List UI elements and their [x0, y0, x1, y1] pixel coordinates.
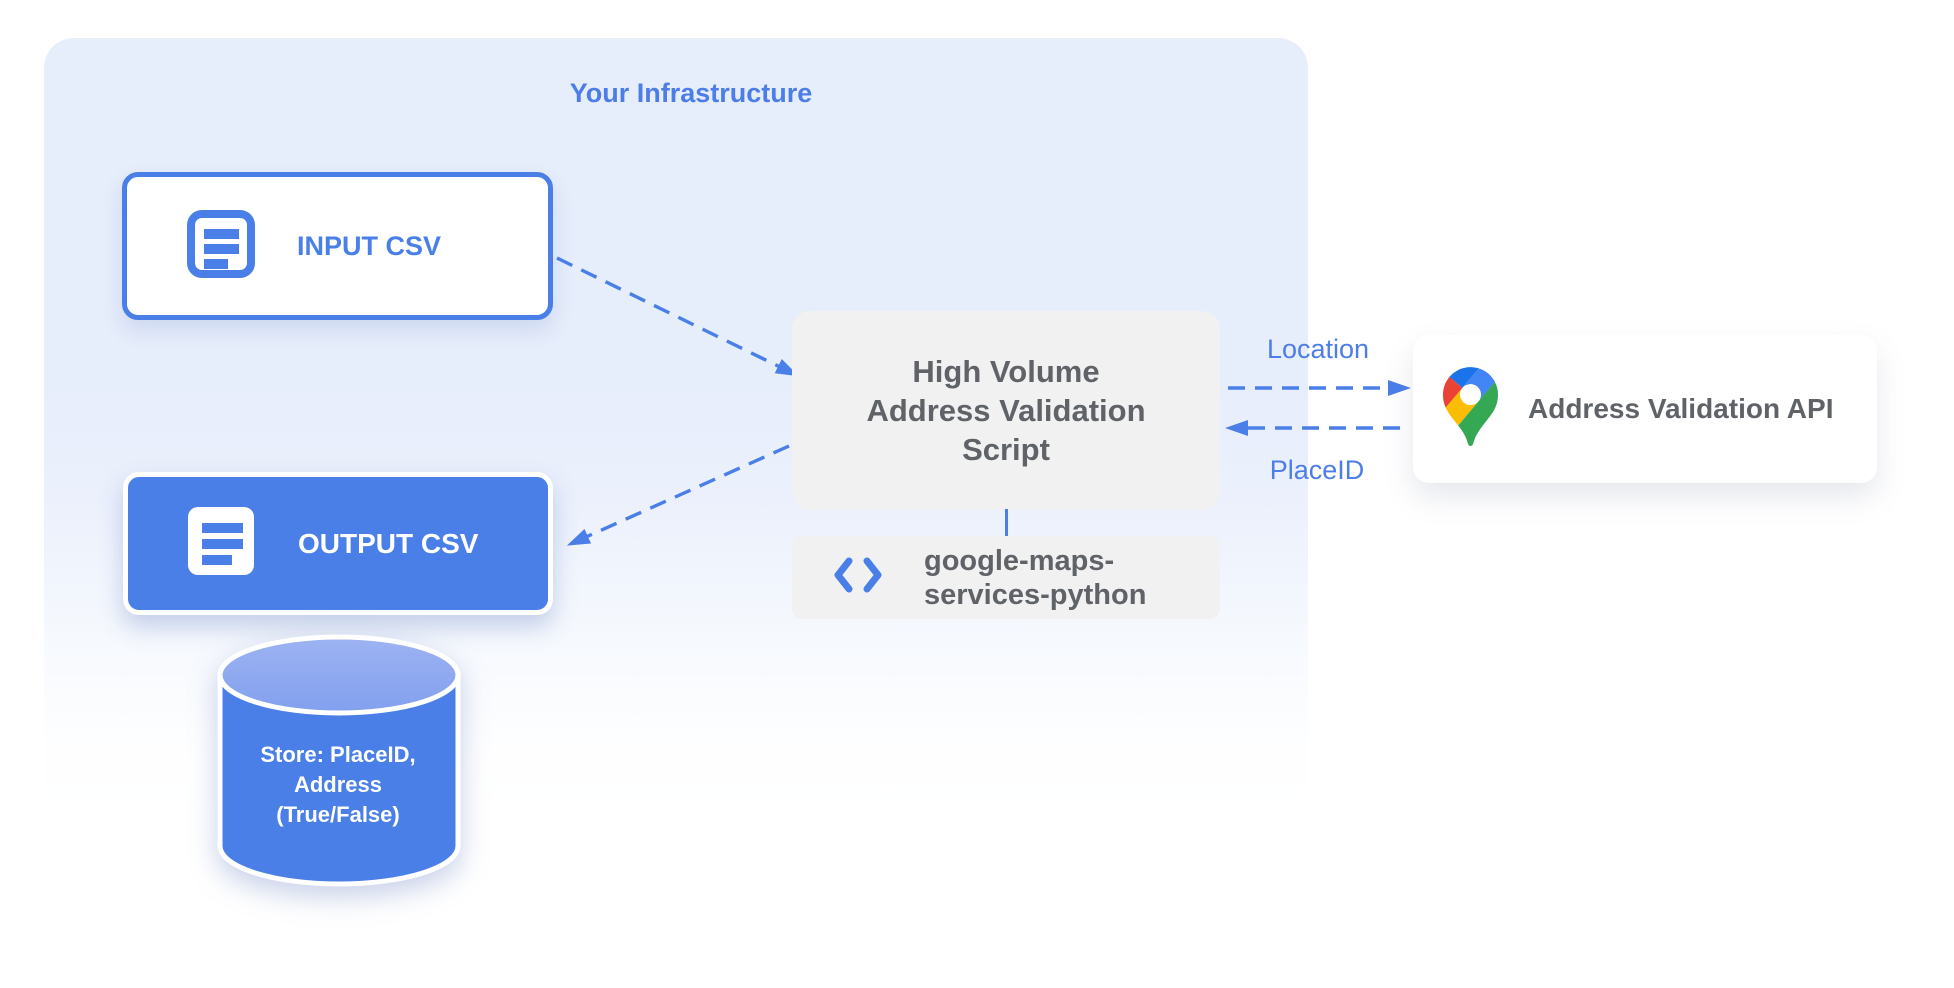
output-csv-node: OUTPUT CSV	[123, 472, 553, 615]
edge-label-location: Location	[1266, 334, 1370, 364]
api-label: Address Validation API	[1528, 393, 1834, 424]
datastore-label: Store: PlaceID, Address (True/False)	[218, 740, 458, 830]
document-icon	[188, 507, 254, 580]
api-node: Address Validation API	[1413, 335, 1877, 483]
library-node: google-maps- services-python	[792, 536, 1220, 619]
script-library-connector	[1005, 509, 1008, 537]
script-line-3: Script	[962, 432, 1050, 467]
datastore-line-2: Address	[293, 772, 383, 797]
edge-label-placeid: PlaceID	[1269, 455, 1365, 485]
datastore-line-1: Store: PlaceID,	[260, 742, 416, 767]
script-line-2: Address Validation	[866, 393, 1146, 428]
library-line-2: services-python	[924, 578, 1147, 611]
script-label: High Volume Address Validation Script	[866, 352, 1145, 469]
datastore-line-3: (True/False)	[276, 802, 400, 827]
google-maps-pin-icon	[1443, 367, 1498, 451]
script-line-1: High Volume	[912, 354, 1100, 389]
datastore-cylinder	[214, 630, 464, 898]
code-icon	[834, 557, 882, 598]
output-csv-label: OUTPUT CSV	[298, 527, 479, 559]
script-node: High Volume Address Validation Script	[792, 311, 1220, 510]
library-line-1: google-maps-	[924, 544, 1115, 577]
library-label: google-maps- services-python	[924, 544, 1146, 612]
document-icon	[187, 209, 255, 283]
input-csv-node: INPUT CSV	[122, 172, 553, 320]
infrastructure-title: Your Infrastructure	[569, 78, 813, 108]
input-csv-label: INPUT CSV	[297, 230, 442, 261]
